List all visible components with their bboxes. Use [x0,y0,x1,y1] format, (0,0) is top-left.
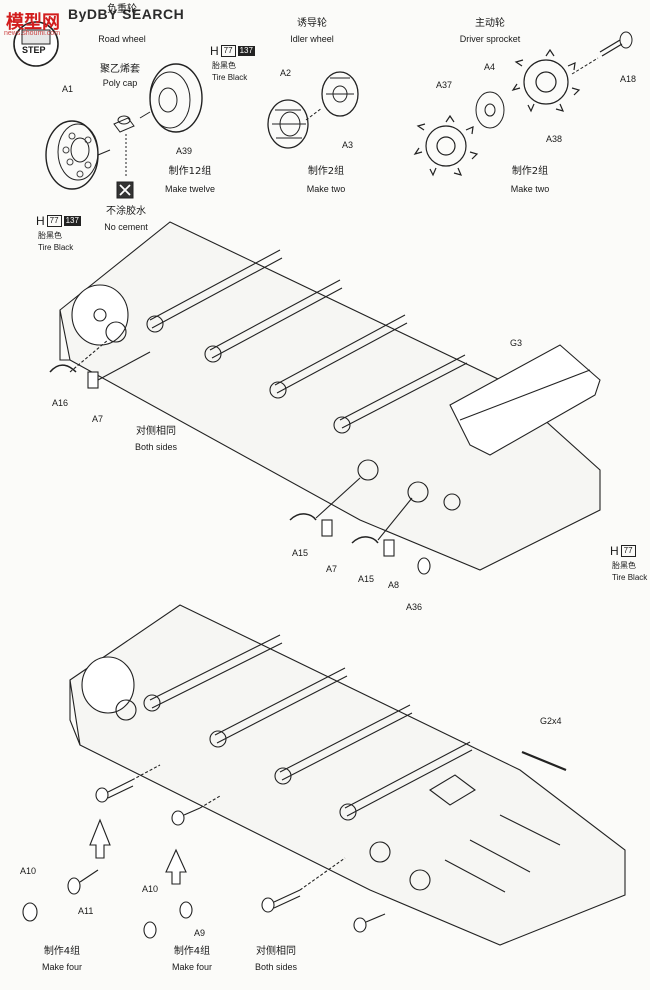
paint-code-letter: H [36,214,45,228]
make-two-sprocket-en: Make two [510,184,550,194]
both-sides-zh: 对侧相同 [136,426,176,437]
part-a15: A15 [292,548,309,558]
make-twelve-zh: 制作12组 [168,166,212,177]
part-a4: A4 [484,62,496,72]
paint-name-en: Tire Black [38,243,74,252]
part-a2: A2 [280,68,292,78]
part-a9: A9 [194,928,206,938]
make-two-sprocket-zh: 制作2组 [511,166,549,177]
paint-name-zh: 胎黑色 [212,61,236,70]
paint-code-number: 77 [46,215,62,227]
paint-code-right: H 77 [610,544,636,558]
idler-title-zh: 诱导轮 [297,18,327,29]
no-cement-en: No cement [104,222,148,232]
paint-name-zh: 胎黑色 [612,561,636,570]
part-a11: A11 [78,906,94,916]
both-sides-2-en: Both sides [254,962,298,972]
sprocket-title-zh: 主动轮 [475,18,505,29]
watermark-site: ByDBY SEARCH [68,6,185,22]
sprocket-title-en: Driver sprocket [459,34,521,44]
part-a37: A37 [436,80,453,90]
part-g3: G3 [510,338,523,348]
no-cement-zh: 不涂胶水 [106,206,146,217]
paint-name-zh: 胎黑色 [38,231,62,240]
poly-cap-en: Poly cap [102,78,138,88]
make-four-zh: 制作4组 [43,946,81,957]
part-a8: A8 [388,580,400,590]
watermark-logo: 模型网 [6,12,60,32]
both-sides-en: Both sides [134,442,178,452]
make-four-2-zh: 制作4组 [173,946,211,957]
part-a10: A10 [20,866,37,876]
paint-name-en: Tire Black [612,573,648,582]
make-two-idler-zh: 制作2组 [307,166,345,177]
paint-code-letter: H [610,544,619,558]
part-a3: A3 [342,140,354,150]
make-twelve-en: Make twelve [164,184,216,194]
part-a38: A38 [546,134,563,144]
part-a39: A39 [176,146,193,156]
part-a16: A16 [52,398,69,408]
part-a7: A7 [92,414,104,424]
paint-code-number: 77 [620,545,636,557]
paint-code-a39: H 77 137 [210,44,255,58]
paint-code-number2: 137 [63,216,81,226]
paint-code-number2: 137 [237,46,255,56]
part-a15: A15 [358,574,375,584]
paint-code-a1: H 77 137 [36,214,81,228]
part-a36: A36 [406,602,423,612]
idler-title-en: Idler wheel [290,34,334,44]
paint-name-en: Tire Black [212,73,248,82]
both-sides-2-zh: 对侧相同 [256,946,296,957]
paint-code-number: 77 [220,45,236,57]
part-a10: A10 [142,884,159,894]
part-g2x4: G2x4 [540,716,562,726]
step-label: STEP [22,45,46,55]
part-a7: A7 [326,564,338,574]
part-a18: A18 [620,74,637,84]
road-wheel-title-zh: 负重轮 [107,4,137,15]
part-a1: A1 [62,84,74,94]
make-four-en: Make four [41,962,83,972]
road-wheel-title-en: Road wheel [98,34,146,44]
paint-code-letter: H [210,44,219,58]
make-four-2-en: Make four [171,962,213,972]
poly-cap-zh: 聚乙烯套 [100,64,140,75]
watermark-url: news.shoumi.com [4,30,61,37]
make-two-idler-en: Make two [306,184,346,194]
